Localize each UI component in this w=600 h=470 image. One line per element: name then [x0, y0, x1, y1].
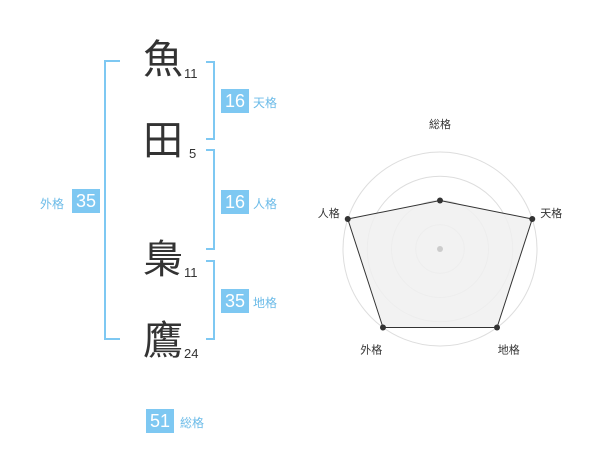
- radar-axis-label-4: 外格: [360, 343, 382, 357]
- gaikaku-value: 35: [72, 189, 100, 213]
- soukaku-label: 総格: [180, 416, 205, 430]
- stroke-count-4: 24: [184, 346, 199, 361]
- chikaku-value: 35: [221, 289, 249, 313]
- tenkaku-value: 16: [221, 89, 249, 113]
- jinkaku-bracket: [206, 149, 215, 250]
- radar-center: [437, 246, 443, 252]
- radar-axis-label-3: 地格: [498, 343, 520, 357]
- radar-point-5: [344, 216, 351, 223]
- name-char-1: 魚: [143, 37, 183, 83]
- radar-points: [344, 197, 536, 331]
- radar-ring: [342, 151, 538, 347]
- stroke-count-3: 11: [184, 265, 198, 280]
- chikaku-label: 地格: [253, 296, 278, 310]
- soukaku-value: 51: [146, 409, 174, 433]
- name-char-3: 梟: [143, 237, 183, 283]
- jinkaku-value: 16: [221, 190, 249, 214]
- radar-point-4: [379, 324, 386, 331]
- chikaku-bracket: [206, 260, 215, 340]
- radar-point-1: [437, 197, 443, 204]
- jinkaku-label: 人格: [253, 197, 278, 211]
- stroke-count-2: 5: [189, 146, 197, 161]
- tenkaku-label: 天格: [253, 96, 278, 110]
- name-char-2: 田: [143, 118, 183, 164]
- radar-polygon: [347, 199, 533, 328]
- radar-axis-label-2: 天格: [540, 206, 562, 220]
- gaikaku-bracket: [104, 60, 120, 340]
- radar-axis-label-5: 人格: [318, 206, 340, 220]
- radar-axis-label-1: 総格: [429, 117, 451, 131]
- gaikaku-label: 外格: [40, 197, 65, 211]
- stroke-count-1: 11: [184, 66, 198, 81]
- name-char-4: 鷹: [143, 318, 183, 364]
- radar-point-3: [494, 324, 501, 331]
- tenkaku-bracket: [206, 61, 215, 140]
- radar-point-2: [529, 216, 536, 223]
